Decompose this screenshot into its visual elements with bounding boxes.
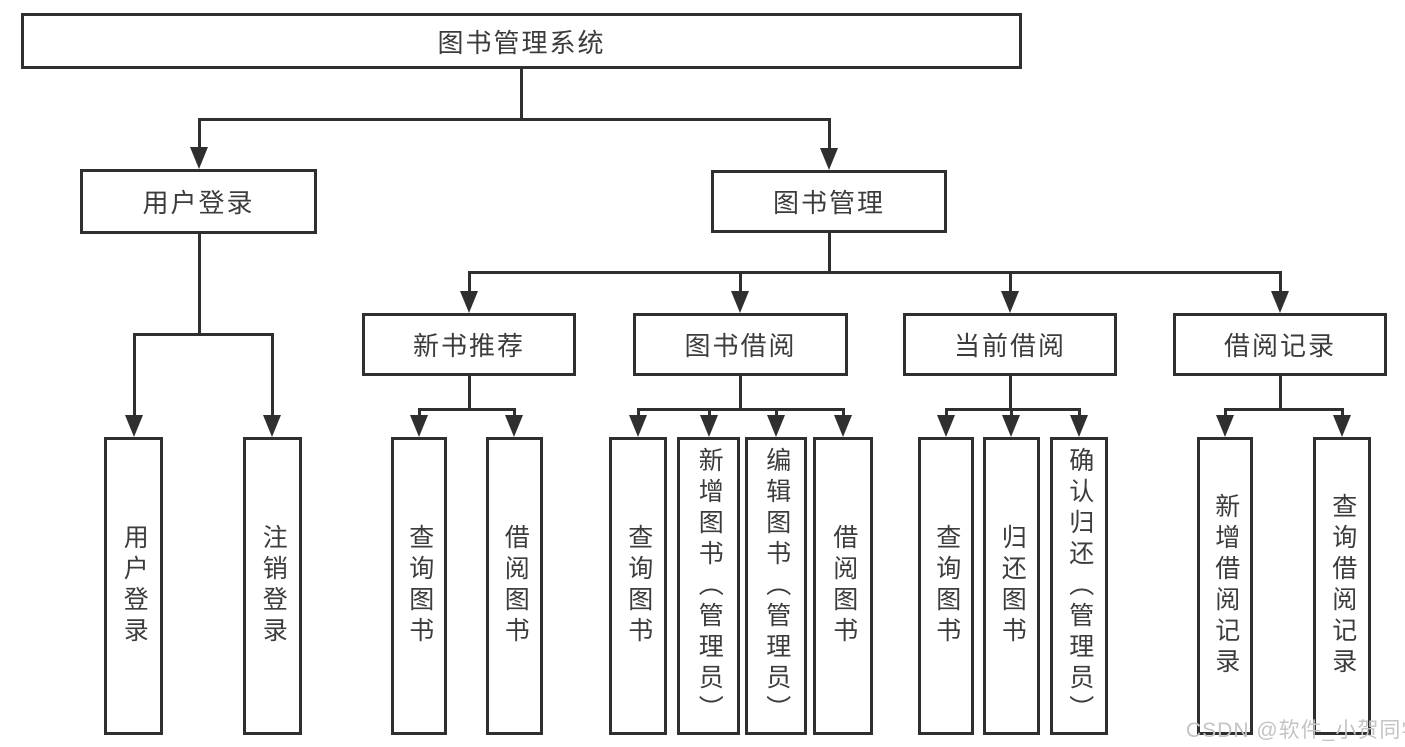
- leaf-add-books-admin: 新增图书（管理员）: [677, 437, 740, 735]
- leaf-query-books-borrowing: 查询图书: [609, 437, 667, 735]
- connector-root-stem: [520, 68, 523, 120]
- leaf-query-books-recommend: 查询图书: [391, 437, 447, 735]
- connector-rail-borrowing: [637, 408, 845, 411]
- connector-drop: [418, 408, 421, 420]
- arrow-down-icon: [190, 147, 208, 169]
- node-label: 借阅记录: [1223, 331, 1336, 361]
- connector-rail-current: [945, 408, 1081, 411]
- connector-drop: [1224, 408, 1227, 420]
- connector-drop: [1279, 271, 1282, 295]
- arrow-down-icon: [505, 415, 523, 437]
- leaf-label: 编辑图书（管理员）: [762, 446, 791, 726]
- node-book-management: 图书管理: [711, 170, 947, 233]
- arrow-down-icon: [820, 148, 838, 170]
- connector-stem: [468, 375, 471, 410]
- connector-drop: [708, 408, 711, 420]
- node-book-borrowing: 图书借阅: [633, 313, 848, 376]
- leaf-label: 注销登录: [259, 524, 288, 648]
- arrow-down-icon: [460, 291, 478, 313]
- leaf-label: 新增图书（管理员）: [695, 446, 724, 726]
- leaf-label: 查询图书: [932, 524, 961, 648]
- arrow-down-icon: [629, 415, 647, 437]
- connector-book-management-stem: [828, 232, 831, 273]
- leaf-label: 新增借阅记录: [1211, 493, 1240, 679]
- arrow-down-icon: [767, 415, 785, 437]
- connector-drop: [271, 334, 274, 418]
- node-borrowing-records: 借阅记录: [1173, 313, 1387, 376]
- node-label: 用户登录: [142, 188, 255, 218]
- connector-stem: [1279, 375, 1282, 410]
- connector-drop: [133, 334, 136, 418]
- node-library-management-system: 图书管理系统: [21, 13, 1022, 69]
- connector-drop: [1010, 408, 1013, 420]
- arrow-down-icon: [1001, 291, 1019, 313]
- leaf-label: 查询图书: [624, 524, 653, 648]
- leaf-label: 用户登录: [120, 524, 149, 648]
- connector-stem: [1009, 375, 1012, 410]
- connector-drop: [1341, 408, 1344, 420]
- leaf-label: 借阅图书: [501, 524, 530, 648]
- connector-rail-records: [1224, 408, 1344, 411]
- connector-drop: [513, 408, 516, 420]
- connector-drop: [637, 408, 640, 420]
- arrow-down-icon: [125, 415, 143, 437]
- arrow-down-icon: [731, 291, 749, 313]
- node-label: 图书管理: [772, 188, 885, 218]
- node-label: 图书管理系统: [437, 27, 606, 58]
- connector-drop: [739, 271, 742, 295]
- arrow-down-icon: [1070, 415, 1088, 437]
- connector-drop: [775, 408, 778, 420]
- connector-rail-level1: [198, 118, 831, 121]
- connector-stem: [739, 375, 742, 410]
- arrow-down-icon: [834, 415, 852, 437]
- leaf-label: 借阅图书: [829, 524, 858, 648]
- leaf-confirm-return-admin: 确认归还（管理员）: [1050, 437, 1108, 735]
- connector-drop: [828, 118, 831, 151]
- csdn-watermark: CSDN @软件_小贺同学: [1186, 719, 1405, 742]
- node-label: 新书推荐: [412, 331, 525, 361]
- connector-rail-recommend: [418, 408, 516, 411]
- leaf-edit-books-admin: 编辑图书（管理员）: [745, 437, 807, 735]
- connector-drop: [1078, 408, 1081, 420]
- leaf-add-borrow-record: 新增借阅记录: [1197, 437, 1253, 735]
- arrow-down-icon: [410, 415, 428, 437]
- leaf-query-books-current: 查询图书: [918, 437, 974, 735]
- leaf-user-login: 用户登录: [104, 437, 163, 735]
- node-new-book-recommendation: 新书推荐: [362, 313, 576, 376]
- connector-user-login-stem: [198, 233, 201, 336]
- leaf-label: 查询借阅记录: [1328, 493, 1357, 679]
- arrow-down-icon: [1333, 415, 1351, 437]
- node-label: 图书借阅: [684, 331, 797, 361]
- connector-drop: [1009, 271, 1012, 295]
- connector-drop: [468, 271, 471, 295]
- arrow-down-icon: [1271, 291, 1289, 313]
- arrow-down-icon: [263, 415, 281, 437]
- leaf-label: 查询图书: [405, 524, 434, 648]
- arrow-down-icon: [937, 415, 955, 437]
- node-label: 当前借阅: [953, 331, 1066, 361]
- leaf-return-books: 归还图书: [983, 437, 1040, 735]
- leaf-borrow-books-recommend: 借阅图书: [486, 437, 543, 735]
- arrow-down-icon: [700, 415, 718, 437]
- connector-rail-user-login: [133, 333, 274, 336]
- leaf-label: 归还图书: [998, 524, 1027, 648]
- connector-drop: [198, 118, 201, 151]
- arrow-down-icon: [1216, 415, 1234, 437]
- connector-drop: [945, 408, 948, 420]
- arrow-down-icon: [1002, 415, 1020, 437]
- connector-drop: [842, 408, 845, 420]
- leaf-logout: 注销登录: [243, 437, 302, 735]
- leaf-query-borrow-record: 查询借阅记录: [1313, 437, 1371, 735]
- leaf-label: 确认归还（管理员）: [1065, 446, 1094, 726]
- node-current-borrowing: 当前借阅: [903, 313, 1117, 376]
- leaf-borrow-books-borrowing: 借阅图书: [813, 437, 873, 735]
- connector-rail-level2: [468, 271, 1282, 274]
- node-user-login: 用户登录: [80, 169, 317, 234]
